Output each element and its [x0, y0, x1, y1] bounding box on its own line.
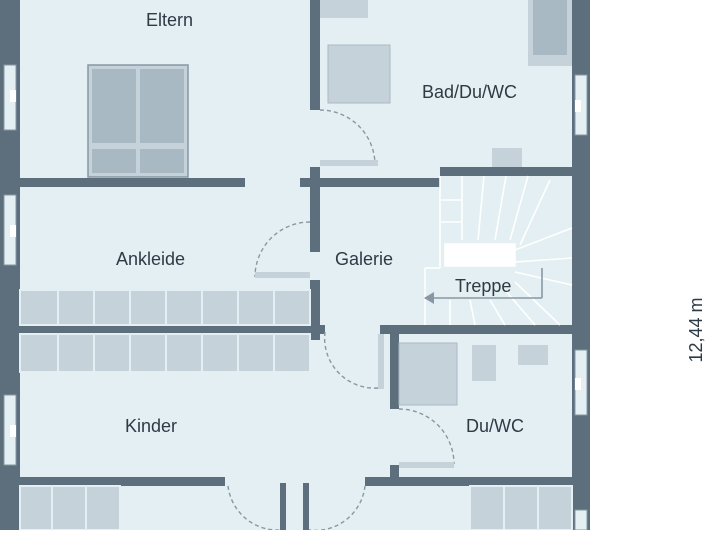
wardrobe-upper [19, 289, 311, 326]
double-bed [87, 64, 189, 178]
room-label-kinder: Kinder [125, 416, 178, 436]
shower-wc-fixtures [398, 342, 548, 406]
room-label-duwc: Du/WC [466, 416, 524, 436]
room-label-eltern: Eltern [146, 10, 194, 30]
room-label-galerie: Galerie [335, 249, 394, 269]
door-leaves [255, 160, 454, 468]
room-label-bad: Bad/Du/WC [422, 82, 518, 102]
wardrobe-lower [19, 333, 311, 373]
dimension-label: 12,44 m [685, 297, 706, 363]
room-label-treppe: Treppe [455, 276, 512, 296]
window-sills [10, 90, 581, 437]
door-swings [227, 109, 455, 532]
staircase [424, 175, 573, 326]
interior-walls [20, 0, 572, 530]
bathroom-fixtures [320, 0, 572, 167]
stair-arrow-icon [424, 292, 434, 304]
room-label-ankleide: Ankleide [116, 249, 186, 269]
